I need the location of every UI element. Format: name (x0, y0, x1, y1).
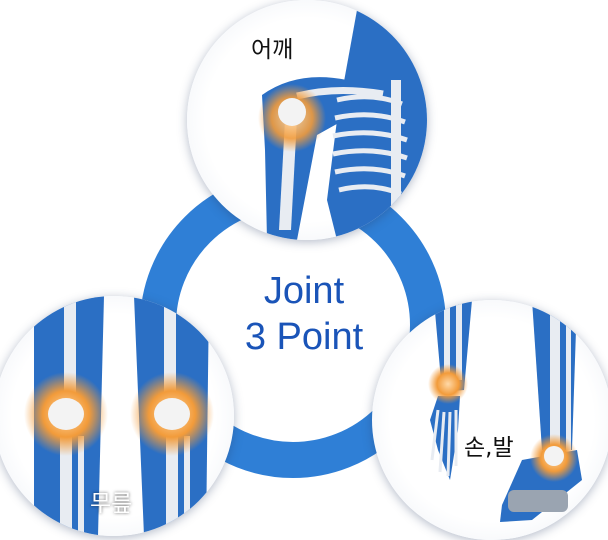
shoulder-circle: 어깨 (187, 0, 427, 240)
hand-foot-label: 손,발 (464, 435, 514, 461)
center-title-line2: 3 Point (244, 316, 364, 358)
shoulder-illustration (258, 10, 427, 240)
center-title-line1: Joint (263, 270, 345, 312)
center-title: Joint 3 Point (195, 268, 413, 360)
shoulder-label: 어깨 (251, 37, 294, 63)
knee-label: 무릎 (90, 491, 133, 517)
hand-foot-circle: 손,발 (372, 300, 608, 540)
knee-illustration (24, 296, 214, 536)
knee-circle: 무릎 (0, 296, 234, 536)
hand-foot-illustration (428, 300, 582, 522)
